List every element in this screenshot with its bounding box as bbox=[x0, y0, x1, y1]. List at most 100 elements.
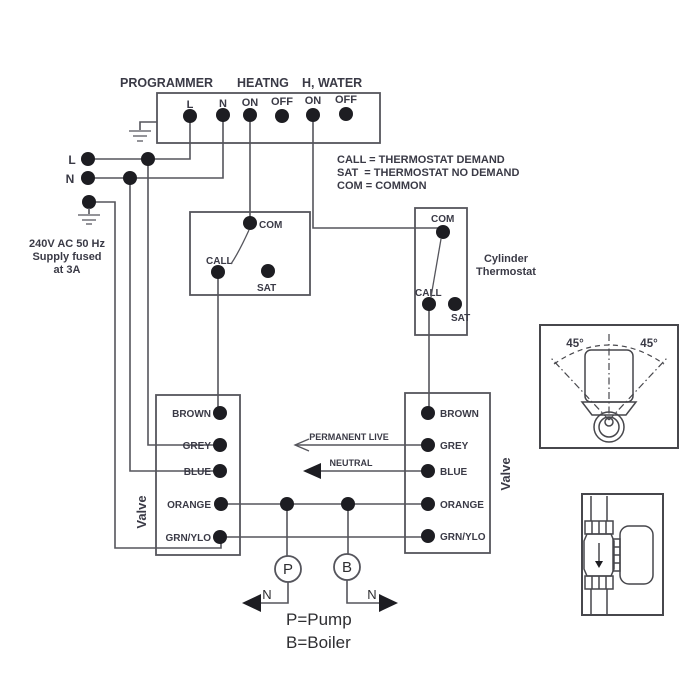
boiler: B N bbox=[333, 553, 377, 602]
right-valve-orange-label: ORANGE bbox=[440, 500, 484, 511]
pipe-bottom-icon bbox=[590, 589, 608, 614]
roomstat-sat-label: SAT bbox=[257, 283, 276, 294]
roomstat-switch-arm-icon bbox=[230, 229, 250, 265]
pump-symbol: P bbox=[283, 561, 293, 578]
cylstat-sat-dot bbox=[448, 297, 462, 311]
boiler-neutral-arrowhead-icon bbox=[379, 594, 398, 612]
roomstat-call-dot bbox=[211, 265, 225, 279]
left-valve-name: Valve bbox=[134, 495, 149, 528]
valve-install-figure bbox=[581, 493, 664, 616]
terminal-label-heating-on: ON bbox=[242, 97, 259, 109]
supply-rating-text: at 3A bbox=[54, 264, 81, 276]
wire-pump-neutral bbox=[260, 582, 289, 604]
terminal-dot bbox=[243, 108, 257, 122]
install-figure-box bbox=[581, 493, 664, 616]
terminal-label-n: N bbox=[219, 98, 227, 110]
legend-call-line: CALL = THERMOSTAT DEMAND bbox=[337, 154, 505, 166]
wires bbox=[88, 115, 444, 612]
supply-neutral-dot bbox=[81, 171, 95, 185]
left-valve-brown-label: BROWN bbox=[172, 409, 211, 420]
angle-left-label: 45° bbox=[566, 338, 584, 350]
valve-spindle-icon bbox=[604, 417, 614, 427]
right-valve-grnylo-label: GRN/YLO bbox=[440, 532, 486, 543]
cylinder-thermostat: COM CALL SAT Cylinder Thermostat bbox=[414, 207, 536, 336]
left-valve-box bbox=[155, 394, 241, 556]
left-valve-blue-label: BLUE bbox=[184, 467, 212, 478]
orange-boiler-junction-dot bbox=[341, 497, 355, 511]
programmer-box bbox=[156, 92, 381, 144]
pump-footnote: P=Pump bbox=[286, 610, 352, 629]
supply-live-label: L bbox=[68, 153, 75, 167]
right-valve-grey-dot bbox=[421, 438, 435, 452]
right-valve-brown-dot bbox=[421, 406, 435, 420]
programmer-hotwater-title: H, WATER bbox=[302, 76, 362, 90]
left-valve-blue-dot bbox=[213, 464, 227, 478]
programmer-earth-icon bbox=[129, 121, 157, 142]
right-valve-grnylo-dot bbox=[421, 529, 435, 543]
wire-neutral-to-blue bbox=[129, 178, 220, 472]
legend-sat-line: SAT = THERMOSTAT NO DEMAND bbox=[337, 167, 519, 179]
terminal-label-hw-on: ON bbox=[305, 95, 322, 107]
programmer-terminal-labels: L N ON OFF ON OFF bbox=[187, 94, 358, 111]
left-valve-orange-label: ORANGE bbox=[167, 500, 211, 511]
cylstat-name-line1: Cylinder bbox=[484, 253, 529, 265]
terminal-dot bbox=[216, 108, 230, 122]
right-valve-grey-label: GREY bbox=[440, 441, 469, 452]
left-45-line-icon bbox=[550, 357, 610, 421]
supply-earth-dot bbox=[82, 195, 96, 209]
valve-pipe-outer-icon bbox=[593, 411, 625, 443]
roomstat-sat-dot bbox=[261, 264, 275, 278]
cylstat-name-line2: Thermostat bbox=[476, 266, 536, 278]
legend: CALL = THERMOSTAT DEMAND SAT = THERMOSTA… bbox=[337, 154, 519, 192]
left-valve-orange-dot bbox=[214, 497, 228, 511]
terminal-label-hw-off: OFF bbox=[335, 94, 357, 106]
mains-supply: L N 240V AC 50 Hz Supply fused at 3A bbox=[29, 152, 155, 276]
permanent-live-arrowhead-icon bbox=[293, 438, 310, 452]
right-valve-orange-dot bbox=[421, 497, 435, 511]
legend-com-line: COM = COMMON bbox=[337, 180, 427, 192]
cylstat-call-dot bbox=[422, 297, 436, 311]
left-valve-grey-label: GREY bbox=[183, 441, 212, 452]
right-valve-name: Valve bbox=[498, 457, 513, 490]
swing-arc-icon bbox=[553, 344, 665, 365]
boiler-symbol: B bbox=[342, 559, 352, 576]
left-valve-grnylo-label: GRN/YLO bbox=[165, 533, 211, 544]
wire-neutral-supply bbox=[88, 115, 224, 179]
orange-pump-junction-dot bbox=[280, 497, 294, 511]
roomstat-call-label: CALL bbox=[206, 256, 233, 267]
supply-fused-text: Supply fused bbox=[32, 251, 101, 263]
wire-live-to-grey bbox=[147, 159, 220, 446]
right-valve-blue-dot bbox=[421, 464, 435, 478]
terminal-dot bbox=[275, 109, 289, 123]
supply-text: 240V AC 50 Hz Supply fused at 3A bbox=[29, 238, 106, 276]
room-thermostat-box bbox=[189, 211, 311, 296]
left-valve-brown-dot bbox=[213, 406, 227, 420]
terminal-dot bbox=[183, 109, 197, 123]
supply-voltage-text: 240V AC 50 Hz bbox=[29, 238, 106, 250]
valve-neck-icon bbox=[580, 401, 638, 416]
room-thermostat: COM CALL SAT bbox=[189, 211, 311, 296]
actuator-head-icon bbox=[619, 525, 654, 585]
wire-boiler-neutral bbox=[346, 580, 379, 604]
boiler-circle bbox=[333, 553, 361, 581]
pump-circle bbox=[274, 555, 302, 583]
valve-angle-figure: 45° 45° bbox=[539, 324, 679, 449]
wire-earth-to-grnylo bbox=[95, 201, 222, 549]
pump: P N bbox=[262, 555, 302, 602]
right-valve: BROWN GREY BLUE ORANGE GRN/YLO Valve bbox=[404, 392, 513, 554]
cylstat-com-label: COM bbox=[431, 214, 454, 225]
footnotes: P=Pump B=Boiler bbox=[286, 610, 352, 652]
angle-right-label: 45° bbox=[640, 338, 658, 350]
neutral-label: NEUTRAL bbox=[330, 458, 373, 468]
valve-pipe-inner-icon bbox=[598, 416, 620, 438]
roomstat-com-label: COM bbox=[259, 220, 282, 231]
nut-bottom-hatch-icon bbox=[591, 576, 607, 589]
cylinder-thermostat-box bbox=[414, 207, 468, 336]
supply-earth-icon bbox=[78, 208, 100, 225]
programmer-heating-title: HEATNG bbox=[237, 76, 289, 90]
right-valve-brown-label: BROWN bbox=[440, 409, 479, 420]
boiler-n-label: N bbox=[367, 587, 376, 602]
programmer-title: PROGRAMMER bbox=[120, 76, 213, 90]
terminal-dot bbox=[306, 108, 320, 122]
